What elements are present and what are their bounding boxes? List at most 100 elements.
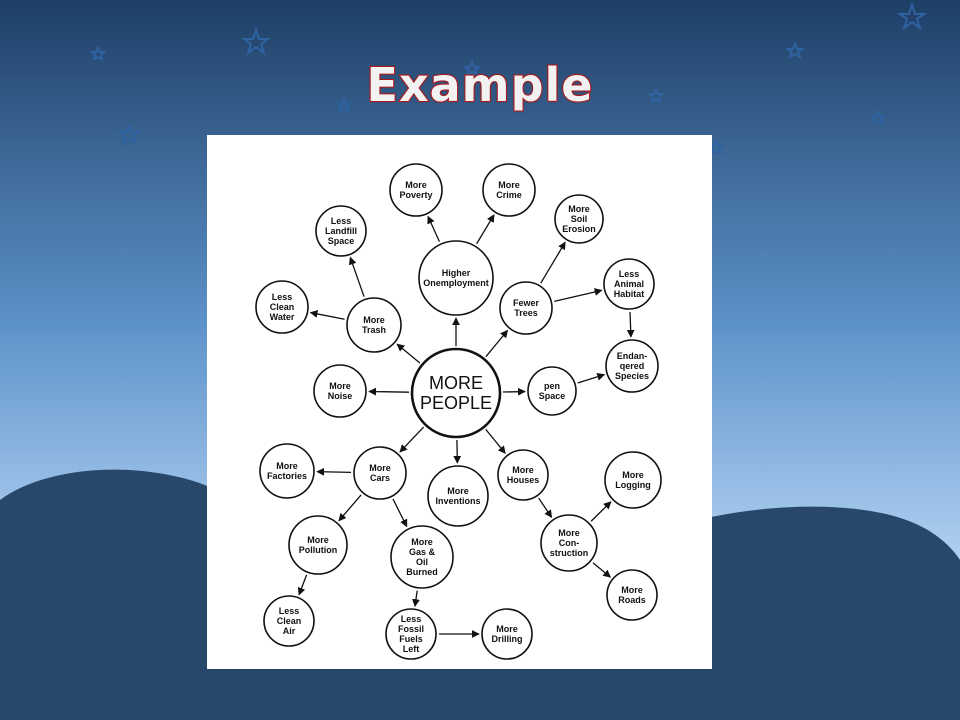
star-icon — [869, 109, 887, 125]
node-circle — [315, 205, 367, 257]
node-circle — [313, 364, 367, 418]
arrow-cars-to-pollution — [338, 494, 362, 522]
node-circle — [385, 608, 437, 660]
node-circle — [606, 569, 658, 621]
node-circle — [288, 515, 348, 575]
arrow-gas-to-fossil — [412, 590, 420, 608]
node-circle — [346, 297, 402, 353]
node-circle — [418, 240, 494, 316]
arrow-houses-to-construction — [538, 497, 553, 518]
star-icon — [240, 26, 272, 56]
star-icons — [89, 1, 928, 155]
arrow-center-to-houses — [485, 428, 506, 454]
arrow-unemployment-to-poverty — [427, 215, 441, 242]
node-circle — [527, 366, 577, 416]
node-circle — [353, 446, 407, 500]
arrow-construction-to-logging — [590, 501, 612, 522]
arrow-center-to-noise — [368, 387, 410, 396]
node-circle — [389, 163, 443, 217]
star-icon — [89, 45, 107, 61]
star-icon — [117, 122, 141, 146]
arrow-center-to-trash — [396, 343, 421, 364]
slide-title: Example — [366, 57, 594, 113]
star-icon — [785, 41, 805, 60]
node-circle — [482, 163, 536, 217]
node-circle — [499, 281, 553, 335]
node-circle — [540, 514, 598, 572]
node-circle — [481, 608, 533, 660]
arrow-trees-to-habitat — [554, 288, 603, 303]
arrow-cars-to-gas — [392, 498, 408, 528]
node-circle — [263, 595, 315, 647]
arrow-habitat-to-endangered — [626, 311, 635, 338]
star-icon — [896, 1, 928, 31]
node-circle — [255, 280, 309, 334]
node-circle — [497, 449, 549, 501]
node-circle — [605, 339, 659, 393]
arrow-cars-to-factories — [316, 467, 352, 476]
node-circle — [259, 443, 315, 499]
concept-map-edges — [297, 214, 635, 638]
arrow-trash-to-landfill — [348, 256, 365, 297]
node-circle — [603, 258, 655, 310]
arrow-trash-to-water — [309, 310, 345, 320]
node-circle — [604, 451, 662, 509]
arrow-center-to-trees — [485, 329, 509, 358]
arrow-construction-to-roads — [592, 562, 612, 578]
star-icon — [462, 59, 482, 78]
node-circle — [427, 465, 489, 527]
node-circle — [390, 525, 454, 589]
arrow-center-to-cars — [399, 426, 425, 453]
arrow-trees-to-soil — [540, 241, 566, 284]
